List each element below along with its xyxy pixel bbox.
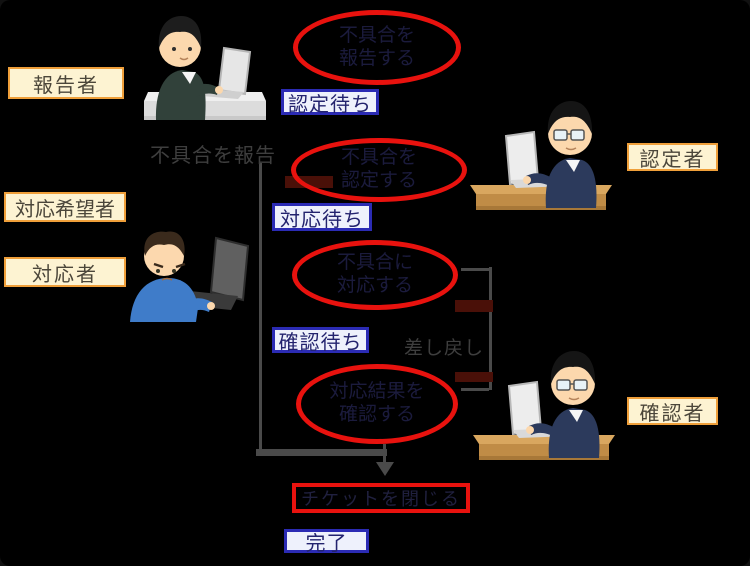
action-ellipse-confirm: 対応結果を 確認する <box>296 364 458 444</box>
report-note: 不具合を報告 <box>150 145 276 167</box>
connector-right-vertical <box>489 267 492 390</box>
connector-maroon-3 <box>455 372 493 382</box>
action-respond-line1: 不具合に <box>336 252 413 274</box>
certifier-person-icon <box>523 101 597 208</box>
action-ellipse-certify: 不具合を 認定する <box>291 138 467 202</box>
role-label-confirmer: 確認者 <box>627 397 718 425</box>
handler-at-laptop-illustration <box>124 224 266 324</box>
role-label-handler: 対応者 <box>4 257 126 287</box>
connector-left-vertical <box>259 163 262 453</box>
role-label-requester: 対応希望者 <box>4 192 126 222</box>
connector-bottom-horizontal <box>256 449 387 456</box>
handler-person-icon <box>130 231 215 322</box>
connector-ellipse3-stub <box>461 268 489 271</box>
action-confirm-line1: 対応結果を <box>329 381 425 403</box>
status-awaiting-confirmation: 確認待ち <box>272 327 369 354</box>
action-rect-close: チケットを閉じる <box>292 483 470 513</box>
action-report-line1: 不具合を <box>338 24 415 46</box>
role-label-certifier: 認定者 <box>627 143 718 171</box>
connector-maroon-2 <box>455 300 493 312</box>
confirmer-at-laptop-illustration <box>464 338 624 465</box>
action-ellipse-report: 不具合を 報告する <box>293 10 461 85</box>
status-awaiting-certification: 認定待ち <box>281 89 379 116</box>
arrow-down-to-close <box>376 462 394 476</box>
action-report-line2: 報告する <box>338 47 415 69</box>
confirmer-person-icon <box>526 351 600 458</box>
connector-to-close-vertical <box>383 444 386 463</box>
status-done: 完了 <box>284 529 369 555</box>
reporter-person-icon <box>155 16 223 120</box>
action-ellipse-respond: 不具合に 対応する <box>292 240 458 310</box>
sendback-note: 差し戻し <box>404 338 485 359</box>
action-confirm-line2: 確認する <box>338 404 415 425</box>
status-awaiting-response: 対応待ち <box>272 203 372 231</box>
reporter-at-laptop-illustration <box>138 2 268 124</box>
action-certify-line1: 不具合を <box>340 147 417 169</box>
connector-ellipse4-stub <box>461 388 489 391</box>
certifier-at-laptop-illustration <box>466 88 616 215</box>
action-respond-line2: 対応する <box>336 275 413 296</box>
role-label-reporter: 報告者 <box>8 67 124 99</box>
action-certify-line2: 認定する <box>340 170 417 191</box>
